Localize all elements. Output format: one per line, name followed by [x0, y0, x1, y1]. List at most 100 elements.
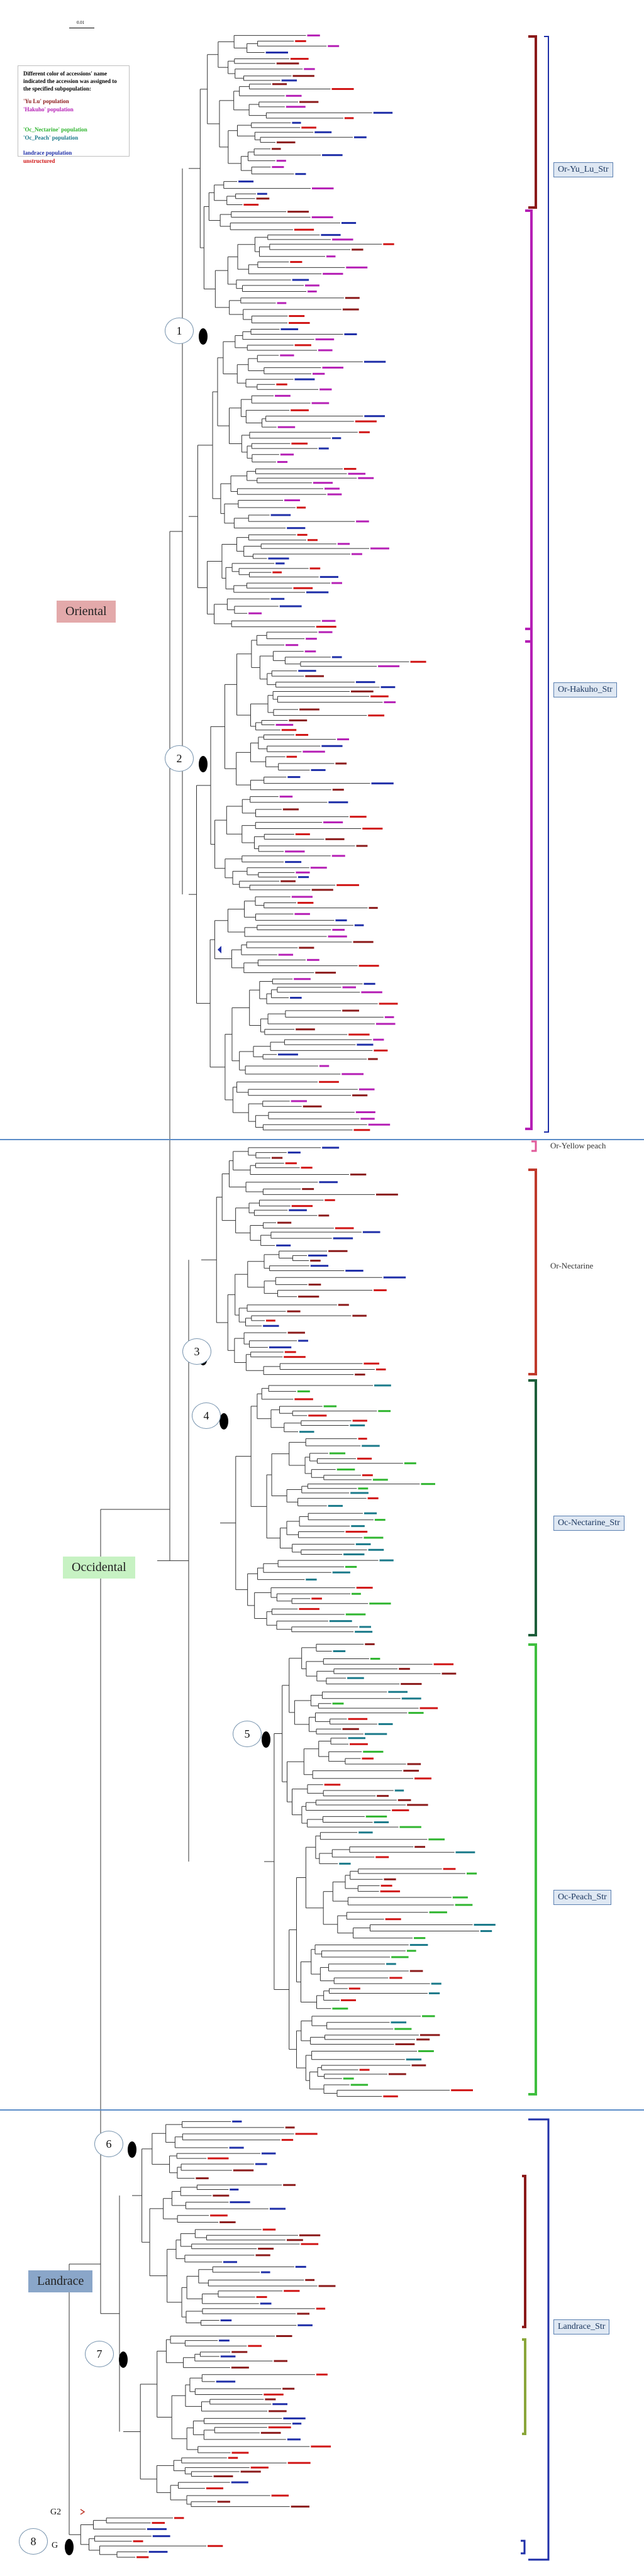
tip-label	[311, 1597, 322, 1600]
tip-label	[355, 1374, 365, 1376]
tip-label	[289, 322, 310, 325]
tip-label	[350, 2084, 369, 2086]
tip-label	[341, 222, 357, 225]
tip-label	[422, 2015, 435, 2018]
tip-label	[238, 180, 254, 183]
tip-label	[374, 1049, 388, 1052]
tip-label	[345, 1613, 366, 1616]
tip-label	[348, 472, 366, 475]
tip-label	[292, 121, 301, 124]
tip-label	[386, 1963, 396, 1965]
tip-label	[315, 972, 336, 974]
tip-label	[303, 1105, 322, 1108]
tip-label	[263, 1324, 279, 1327]
tip-label	[261, 2152, 276, 2155]
tip-label	[310, 867, 327, 869]
tip-label	[285, 2126, 295, 2129]
tip-label	[279, 796, 293, 798]
tip-label	[281, 729, 297, 731]
tip-label	[374, 1821, 389, 1824]
tip-label	[354, 924, 364, 926]
tip-label	[401, 1683, 422, 1685]
tip-label	[220, 2319, 232, 2322]
bracket-nectarine	[528, 1169, 537, 1375]
tip-label	[270, 514, 291, 516]
tip-label	[378, 1410, 391, 1413]
tip-label	[291, 896, 313, 898]
tip-label	[297, 876, 309, 879]
tip-label	[148, 2551, 168, 2553]
tip-label	[362, 1231, 380, 1233]
clade-label-1: 1	[165, 318, 194, 344]
tip-label	[306, 591, 329, 594]
tip-label	[230, 2201, 250, 2204]
node-marker-6	[128, 2141, 136, 2158]
tip-label	[369, 907, 378, 909]
tip-label	[276, 383, 287, 386]
tip-label	[345, 1531, 368, 1533]
tip-label	[318, 1214, 330, 1217]
tip-label	[358, 477, 374, 479]
tip-label	[324, 487, 340, 490]
tip-label	[319, 1065, 330, 1067]
tip-label	[359, 1626, 371, 1628]
tip-label	[355, 420, 377, 423]
legend-hakuho: 'Hakuho' population	[23, 106, 74, 113]
tip-label	[306, 1579, 317, 1581]
tip-label	[332, 1702, 344, 1705]
tip-label	[310, 1260, 321, 1262]
tip-label	[410, 660, 426, 663]
tip-label	[350, 1743, 368, 1745]
tip-label	[343, 1553, 365, 1556]
tip-label	[375, 1856, 389, 1858]
tip-label	[311, 216, 333, 218]
tip-label	[299, 2234, 321, 2236]
tip-label	[388, 2073, 406, 2075]
tip-label	[277, 461, 288, 464]
tip-label	[342, 308, 359, 311]
tip-label	[348, 1737, 365, 1740]
tip-label	[383, 243, 394, 245]
tip-label	[357, 1043, 374, 1046]
tip-label	[374, 1384, 391, 1387]
tip-label	[373, 1038, 384, 1041]
tip-label	[375, 1368, 386, 1371]
tip-label	[347, 1677, 364, 1679]
tip-label	[316, 626, 336, 628]
tip-label	[272, 166, 284, 169]
tip-label	[362, 1757, 374, 1760]
tip-label	[370, 547, 389, 550]
tip-label	[293, 587, 313, 589]
tip-label	[350, 1424, 365, 1426]
tip-label	[389, 1977, 402, 1979]
tip-label	[255, 2254, 270, 2257]
tip-label	[305, 675, 325, 677]
tip-label	[346, 266, 368, 269]
tip-label	[272, 2403, 288, 2406]
tip-label	[326, 255, 336, 258]
tip-label	[296, 734, 309, 736]
tip-label	[380, 1884, 392, 1887]
tip-label	[274, 2360, 287, 2362]
tip-label	[399, 1668, 410, 1670]
tip-label	[336, 884, 359, 886]
tip-label	[355, 681, 375, 684]
tip-label	[364, 1512, 377, 1514]
tip-label	[292, 279, 309, 281]
tip-label	[352, 1419, 367, 1422]
group-label-landrace: Landrace	[28, 2270, 93, 2292]
tip-label	[322, 367, 344, 369]
tip-label	[341, 1073, 364, 1075]
tip-label	[428, 1838, 445, 1841]
tip-label	[240, 2470, 261, 2473]
tip-label	[337, 738, 350, 741]
tip-label	[257, 192, 267, 195]
tip-label	[282, 2387, 295, 2390]
legend-header: Different color of accessions' name indi…	[23, 70, 117, 92]
tip-label	[318, 2285, 336, 2287]
side-label-hakuho: Or-Hakuho_Str	[553, 682, 617, 697]
tip-label	[428, 1992, 440, 1994]
tip-label	[394, 2028, 412, 2030]
legend-ocpeach: 'Oc_Peach' population	[23, 135, 79, 141]
tip-label	[174, 2517, 184, 2519]
